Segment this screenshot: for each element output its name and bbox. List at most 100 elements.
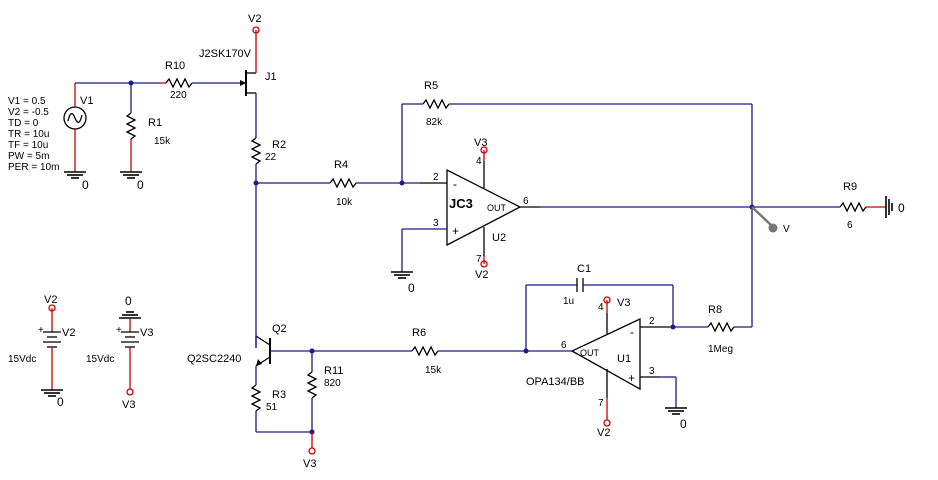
u1-out-label: OUT [580,348,600,358]
v1-param: TF = 10u [8,140,48,151]
v3-net-label: V3 [474,137,487,149]
r3-name: R3 [272,389,286,401]
q2-name: Q2 [272,323,287,335]
u1-plus-sign: + [628,371,635,385]
v2-source-name: V2 [62,327,75,339]
ground-symbol [120,171,142,179]
v1-name: V1 [80,95,93,107]
c1-capacitor[interactable] [576,278,584,292]
ground-symbol [391,271,413,279]
v1-param: TR = 10u [8,129,49,140]
u2-opamp[interactable] [420,161,540,256]
r6-resistor[interactable] [411,345,572,357]
q2-bjt[interactable] [255,335,271,385]
ground-symbol [665,407,687,415]
r6-value: 15k [425,365,442,376]
r3-value: 51 [266,402,278,413]
supply-terminal [480,146,488,154]
r10-resistor[interactable] [160,77,246,89]
gnd-label: 0 [137,178,144,192]
c1-value: 1u [563,296,574,307]
r10-name: R10 [165,60,185,72]
v3-net-label: V3 [617,297,630,309]
j1-name: J1 [265,71,277,83]
r6-name: R6 [412,327,426,339]
r5-value: 82k [426,117,443,128]
v1-source[interactable] [63,83,87,172]
u2-pin-vp: 4 [476,156,482,167]
u1-minus-sign: - [630,325,634,339]
u2-plus-sign: + [452,224,459,238]
v1-param: V1 = 0.5 [8,96,46,107]
v2-source-value: 15Vdc [8,354,36,365]
u2-pin-vn: 7 [476,254,482,265]
r10-value: 220 [170,90,187,101]
j1-part: J2SK170V [199,48,252,60]
gnd-label: 0 [680,417,687,431]
r11-name: R11 [324,365,343,377]
r4-name: R4 [334,159,348,171]
u1-pin-vn: 7 [598,398,604,409]
u2-pin-minus: 2 [433,172,439,183]
j1-jfet[interactable] [240,30,257,138]
v3-plus-sign: + [116,325,122,336]
r1-name: R1 [148,117,162,129]
supply-terminal [308,447,316,455]
u2-minus-sign: - [453,177,457,191]
supply-terminal [126,388,134,396]
r5-resistor[interactable] [422,98,450,110]
c1-name: C1 [577,263,591,275]
r2-name: R2 [272,139,286,151]
ground-symbol [119,311,141,319]
supply-terminal [603,296,611,304]
gnd-label: 0 [57,395,64,409]
v1-param: PER = 10m [8,162,59,173]
v3-source-name: V3 [140,327,153,339]
r9-name: R9 [843,181,857,193]
u1-pin-out: 6 [561,340,567,351]
r5-name: R5 [424,80,438,92]
r9-value: 6 [847,220,853,231]
supply-terminal [603,419,611,427]
u1-pin-minus: 2 [649,316,655,327]
supply-terminal [252,26,260,34]
q2-part: Q2SC2240 [187,353,241,365]
r2-resistor[interactable] [250,137,262,348]
u2-name: U2 [492,232,506,244]
r1-value: 15k [154,136,171,147]
gnd-label: 0 [82,178,89,192]
supply-terminal [48,304,56,312]
v2-plus-sign: + [38,325,44,336]
r8-name: R8 [708,304,722,316]
u1-pin-vp: 4 [598,302,604,313]
r4-resistor[interactable] [329,177,420,189]
v2-net-label: V2 [475,269,488,281]
v2-net-label: V2 [44,294,57,306]
u2-pin-out: 6 [523,196,529,207]
r9-resistor[interactable] [839,201,886,213]
r11-resistor[interactable] [306,351,318,432]
u2-pin-plus: 3 [433,218,439,229]
u1-part: OPA134/BB [526,376,585,388]
u2-label: JC3 [449,196,473,211]
r3-resistor[interactable] [250,384,262,432]
v2-supply[interactable] [43,308,61,390]
probe-label: V [783,224,790,235]
v1-param: V2 = -0.5 [8,107,49,118]
u2-out-label: OUT [487,203,507,213]
r1-resistor[interactable] [125,83,137,172]
v2-net-label: V2 [248,13,261,25]
v1-param: PW = 5m [8,151,49,162]
v1-params: V1 = 0.5 V2 = -0.5 TD = 0 TR = 10u TF = … [8,96,59,173]
u1-pin-plus: 3 [649,366,655,377]
ground-symbol [64,171,86,179]
supply-terminal [480,260,488,268]
gnd-label: 0 [125,294,132,308]
v3-source-value: 15Vdc [86,354,114,365]
v3-supply[interactable] [121,318,139,389]
r8-resistor[interactable] [707,321,752,333]
v1-param: TD = 0 [8,118,39,129]
voltage-probe[interactable] [751,206,778,233]
u1-opamp[interactable] [570,313,673,398]
